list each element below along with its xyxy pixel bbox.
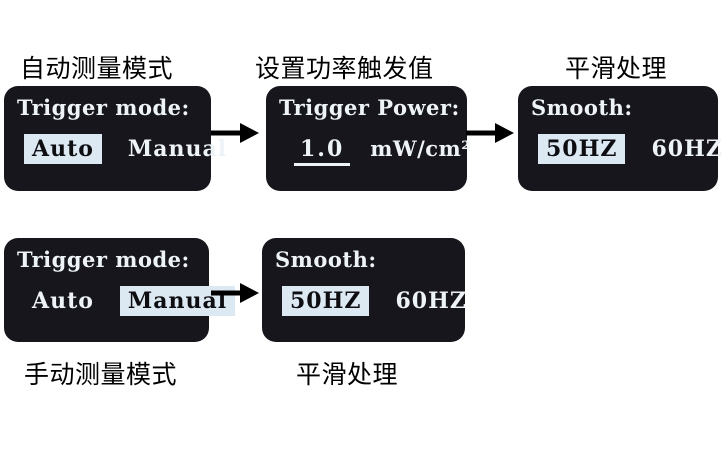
flow-arrow-right-icon [466,123,514,143]
option-row: 50HZ 60HZ [282,286,475,316]
value-row: 1.0 mW/cm² [294,136,471,166]
screen-title: Trigger Power: [279,95,460,120]
option-auto: Auto [32,288,94,314]
caption-manual-measure-mode: 手动测量模式 [24,361,178,389]
trigger-power-value: 1.0 [294,136,351,166]
option-60hz: 60HZ [651,136,723,162]
caption-auto-measure-mode: 自动测量模式 [20,55,174,83]
caption-smooth-bottom: 平滑处理 [296,361,399,389]
option-50hz: 50HZ [538,134,626,164]
option-manual: Manual [119,286,236,316]
flow-arrow-right-icon [211,283,259,303]
screen-trigger-mode-manual: Trigger mode: Auto Manual [4,238,236,342]
option-row: 50HZ 60HZ [538,134,726,164]
screen-title: Smooth: [275,247,377,272]
option-60hz: 60HZ [395,288,467,314]
screen-title: Trigger mode: [17,95,190,120]
screen-title: Smooth: [531,95,633,120]
trigger-power-unit: mW/cm² [370,136,471,161]
option-row: Auto Manual [24,134,235,164]
flow-arrow-right-icon [211,123,259,143]
caption-smooth-top: 平滑处理 [565,55,668,83]
screen-title: Trigger mode: [17,247,190,272]
option-50hz: 50HZ [282,286,370,316]
screen-trigger-mode-auto: Trigger mode: Auto Manual [4,86,226,191]
screen-trigger-power: Trigger Power: 1.0 mW/cm² [266,86,470,191]
option-manual: Manual [127,136,228,162]
option-row: Auto Manual [24,286,236,316]
screen-smooth-top: Smooth: 50HZ 60HZ [518,86,722,191]
screen-smooth-bottom: Smooth: 50HZ 60HZ [262,238,466,342]
caption-set-trigger-power: 设置功率触发值 [255,55,434,83]
option-auto: Auto [24,134,102,164]
